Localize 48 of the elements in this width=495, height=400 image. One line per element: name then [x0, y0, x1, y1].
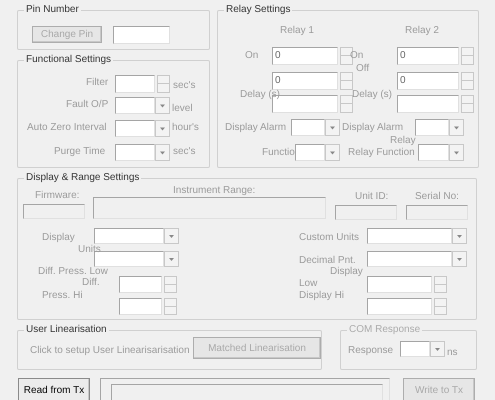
field-label: Low	[299, 278, 318, 290]
field-label: Fault O/P	[66, 99, 108, 111]
field-value: 0	[275, 50, 281, 62]
instruction-text: Click to setup User Linearisarisation	[30, 345, 190, 357]
unit-label: hour's	[172, 122, 199, 134]
column-heading: Relay 1	[280, 25, 314, 37]
field-label: Filter	[86, 77, 108, 89]
group-title: Relay Settings	[224, 4, 292, 16]
field-label: Display Alarm	[342, 122, 404, 134]
field-label: Relay	[390, 135, 416, 147]
field-label: Delay (s)	[352, 89, 392, 101]
field-label: Decimal Pnt.	[299, 255, 356, 266]
field-label: Response	[348, 345, 394, 357]
unit-label: level	[172, 103, 193, 115]
field-label: On	[350, 50, 364, 62]
field-value: 0	[275, 75, 281, 87]
group-title: Functional Settings	[24, 54, 114, 66]
field-label: Relay Function	[348, 147, 415, 159]
push-button: Read from Tx	[18, 378, 90, 400]
field-label: Press. Hi	[42, 290, 83, 302]
unit-label: sec's	[173, 80, 196, 92]
field-label: Firmware:	[35, 190, 80, 202]
field-value: 0	[400, 50, 406, 62]
unit-label: sec's	[173, 146, 196, 158]
field-value: 0	[400, 75, 406, 87]
push-button: Matched Linearisation	[193, 337, 321, 359]
field-label: Units	[78, 244, 101, 256]
field-label: Unit ID:	[355, 191, 388, 203]
group-title: COM Response	[347, 324, 422, 336]
push-button: Write to Tx	[403, 378, 475, 400]
field-label: Diff. Press. Low	[38, 266, 108, 278]
field-label: Display Hi	[299, 290, 344, 302]
column-heading: Relay 2	[405, 25, 439, 37]
field-label: Off	[356, 63, 370, 75]
field-label: Instrument Range:	[173, 185, 256, 197]
field-label: On	[245, 50, 258, 62]
field-label: Display	[330, 266, 363, 278]
group-title: Display & Range Settings	[24, 172, 142, 184]
field-label: Auto Zero Interval	[27, 122, 106, 134]
push-button: Change Pin	[32, 26, 102, 43]
field-label: Diff.	[82, 277, 100, 289]
unit-label: ns	[447, 347, 458, 359]
field-label: Display Alarm	[225, 122, 286, 134]
field-label: Serial No:	[415, 191, 459, 203]
field-label: Purge Time	[54, 146, 106, 158]
field-label: Functio	[262, 147, 295, 159]
field-label: Custom Units	[299, 232, 360, 244]
field-label: Display	[42, 232, 75, 244]
